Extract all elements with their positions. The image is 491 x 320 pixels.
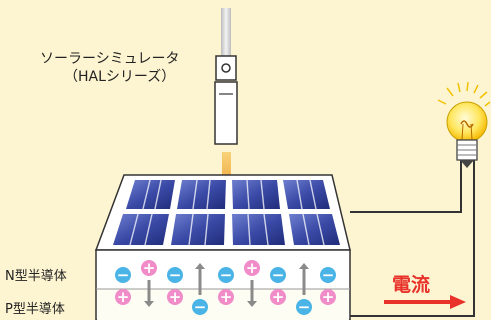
svg-text:+: + — [143, 259, 156, 277]
positive-charge: + — [320, 288, 336, 306]
simulator-series-label: （HALシリーズ） — [64, 69, 176, 85]
carrier-drift-arrow — [195, 263, 205, 295]
svg-text:+: + — [117, 288, 130, 306]
semiconductor-block — [95, 249, 351, 320]
positive-charge: + — [244, 259, 260, 277]
svg-text:+: + — [246, 259, 259, 277]
negative-charge: − — [167, 266, 183, 284]
svg-text:−: − — [169, 266, 182, 284]
positive-charge: + — [115, 288, 131, 306]
negative-charge: − — [320, 266, 336, 284]
svg-text:−: − — [272, 266, 285, 284]
svg-text:−: − — [117, 266, 130, 284]
current-label: 電流 — [392, 274, 431, 296]
n-type-label: N型半導体 — [5, 269, 67, 284]
simulator-name-label: ソーラーシミュレータ — [40, 51, 180, 67]
svg-text:+: + — [220, 288, 233, 306]
carrier-drift-arrow — [247, 280, 257, 307]
light-bulb-icon — [437, 81, 491, 168]
svg-text:+: + — [322, 288, 335, 306]
negative-charge: − — [270, 266, 286, 284]
positive-charge: + — [218, 288, 234, 306]
carrier-drift-arrow — [299, 263, 309, 295]
positive-charge: + — [167, 288, 183, 306]
current-arrow — [384, 295, 466, 309]
svg-text:−: − — [220, 266, 233, 284]
svg-text:−: − — [194, 298, 207, 316]
negative-charge: − — [115, 266, 131, 284]
negative-charge: − — [296, 298, 312, 316]
positive-charge: + — [141, 259, 157, 277]
solar-simulator — [214, 8, 238, 145]
solar-panel — [94, 174, 351, 251]
circuit-wires — [350, 160, 475, 317]
carrier-drift-arrow — [144, 280, 154, 307]
svg-text:−: − — [298, 298, 311, 316]
positive-charge: + — [270, 288, 286, 306]
negative-charge: − — [192, 298, 208, 316]
svg-text:−: − — [322, 266, 335, 284]
p-type-label: P型半導体 — [5, 302, 65, 317]
svg-text:+: + — [272, 288, 285, 306]
svg-text:+: + — [169, 288, 182, 306]
negative-charge: − — [218, 266, 234, 284]
charge-carriers: −+−−+−−++−++−+ — [115, 259, 336, 316]
